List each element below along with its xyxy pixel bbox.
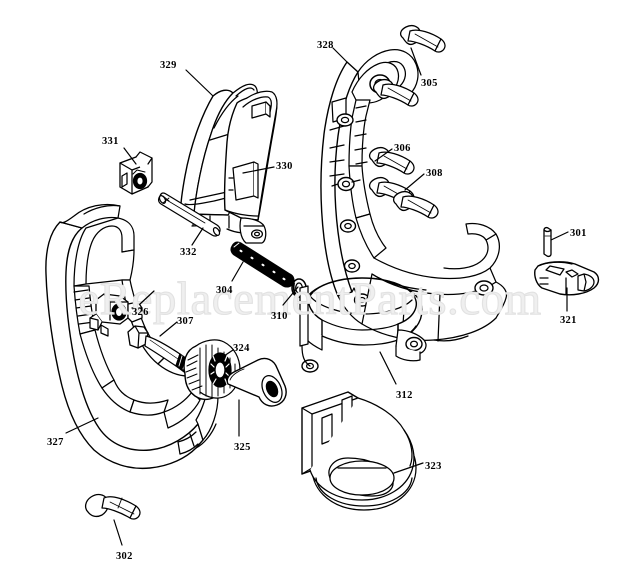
part-305-bolt-lower bbox=[372, 78, 419, 107]
part-328-housing-frame bbox=[320, 48, 508, 342]
part-301-pin-small bbox=[543, 226, 552, 258]
callout-325[interactable]: 325 bbox=[234, 442, 251, 453]
callout-324[interactable]: 324 bbox=[233, 343, 250, 354]
callout-332[interactable]: 332 bbox=[180, 247, 197, 258]
callout-326[interactable]: 326 bbox=[132, 307, 149, 318]
callout-331[interactable]: 331 bbox=[102, 136, 119, 147]
callout-312[interactable]: 312 bbox=[396, 390, 413, 401]
part-324-gear bbox=[183, 339, 241, 401]
callout-304[interactable]: 304 bbox=[216, 285, 233, 296]
part-332-rod bbox=[158, 192, 221, 237]
callout-330[interactable]: 330 bbox=[276, 161, 293, 172]
callout-305[interactable]: 305 bbox=[421, 78, 438, 89]
part-326-throttle-clamp bbox=[89, 293, 143, 337]
callout-310[interactable]: 310 bbox=[271, 311, 288, 322]
part-305-bolt-upper bbox=[399, 24, 446, 53]
callout-327[interactable]: 327 bbox=[47, 437, 64, 448]
part-325-sleeve bbox=[226, 357, 287, 407]
callout-308[interactable]: 308 bbox=[426, 168, 443, 179]
callout-302[interactable]: 302 bbox=[116, 551, 133, 562]
part-304-spring-pin bbox=[230, 241, 295, 288]
callout-328[interactable]: 328 bbox=[317, 40, 334, 51]
callout-301[interactable]: 301 bbox=[570, 228, 587, 239]
callout-329[interactable]: 329 bbox=[160, 60, 177, 71]
part-331-clamp-block bbox=[119, 151, 153, 195]
callout-306[interactable]: 306 bbox=[394, 143, 411, 154]
part-312-band-clamp bbox=[299, 277, 427, 373]
part-323-cradle-bracket bbox=[301, 391, 417, 511]
part-308-bolt-lower bbox=[392, 190, 439, 219]
part-302-screw-short bbox=[84, 493, 141, 520]
callout-307[interactable]: 307 bbox=[177, 316, 194, 327]
callout-323[interactable]: 323 bbox=[425, 461, 442, 472]
part-321-lever bbox=[534, 261, 600, 296]
part-330-handle-half-right bbox=[223, 90, 278, 244]
callout-321[interactable]: 321 bbox=[560, 315, 577, 326]
